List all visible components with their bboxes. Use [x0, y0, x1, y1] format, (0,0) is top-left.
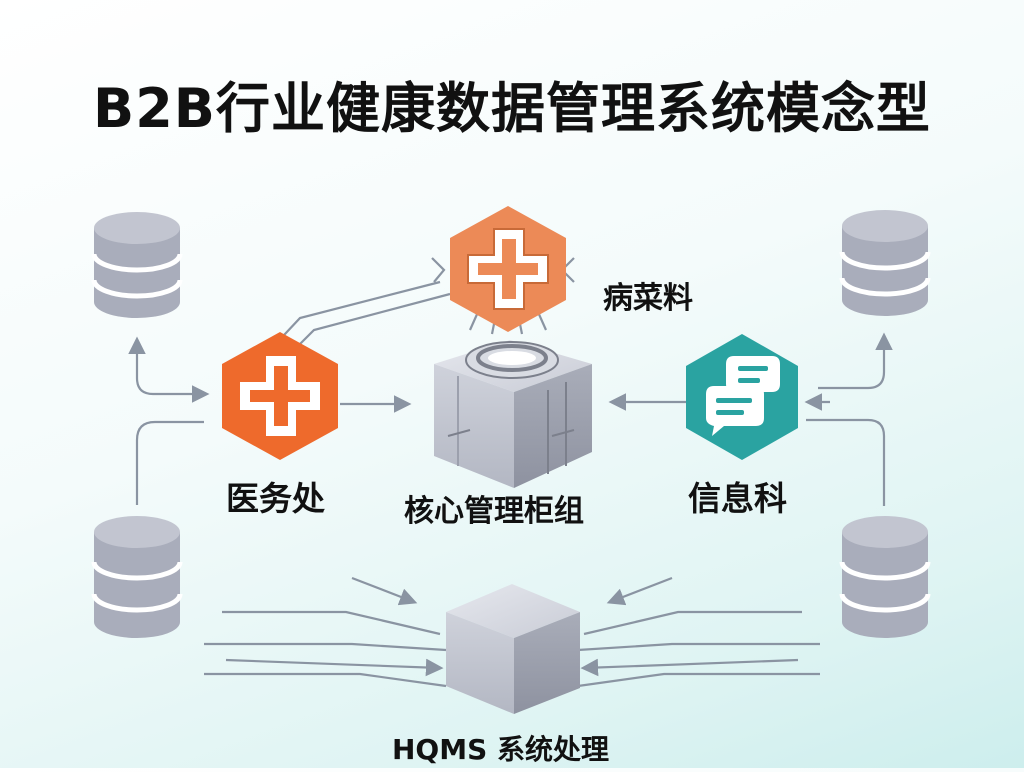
- connector-hqms-right-3: [577, 642, 820, 652]
- connector-yiwuchu-to-bingcailiao-1: [269, 280, 441, 351]
- xinxike-node: [686, 334, 798, 460]
- chat-bubbles-icon: [706, 356, 780, 436]
- connector-db-tl-to-yiwuchu: [128, 336, 210, 403]
- medical-cross-icon: [240, 356, 320, 436]
- connector-hqms-right-4: [580, 658, 799, 677]
- database-top-left: [91, 212, 183, 318]
- medical-cross-icon: [467, 228, 549, 310]
- connector-db-tr-to-xinxike: [818, 332, 893, 390]
- connector-bingcailiao-leg-4: [536, 311, 548, 331]
- connector-hqms-right-1: [606, 576, 673, 606]
- connector-bingcailiao-leg-1: [468, 311, 480, 331]
- connector-hqms-right-2: [583, 610, 802, 636]
- cube-icon: [446, 584, 580, 714]
- core-label: 核心管理柜组: [404, 494, 584, 529]
- connectors: [128, 257, 893, 688]
- database-bottom-right: [839, 516, 931, 638]
- bingcailiao-node: [450, 206, 566, 332]
- bingcailiao-label: 病菜料: [603, 281, 693, 316]
- connector-bingcailiao-left: [431, 257, 446, 283]
- database-top-right: [839, 210, 931, 316]
- connector-db-bl-up: [135, 420, 204, 505]
- xinxike-label: 信息科: [688, 479, 787, 518]
- connector-db-br-up: [806, 418, 886, 506]
- page-title: B2B行业健康数据管理系统模念型: [93, 77, 931, 140]
- server-cube-icon: [434, 340, 592, 488]
- hqms-label: HQMS 系统处理: [392, 733, 610, 766]
- yiwuchu-label: 医务处: [226, 479, 325, 518]
- connector-hqms-left-2: [222, 610, 441, 636]
- connector-hqms-left-5: [204, 672, 447, 688]
- connector-hqms-left-4: [225, 658, 444, 677]
- connector-hqms-left-3: [204, 642, 447, 652]
- database-bottom-left: [91, 516, 183, 638]
- connector-hqms-right-5: [577, 672, 820, 688]
- yiwuchu-node: [222, 332, 338, 460]
- connector-hqms-left-1: [351, 576, 418, 606]
